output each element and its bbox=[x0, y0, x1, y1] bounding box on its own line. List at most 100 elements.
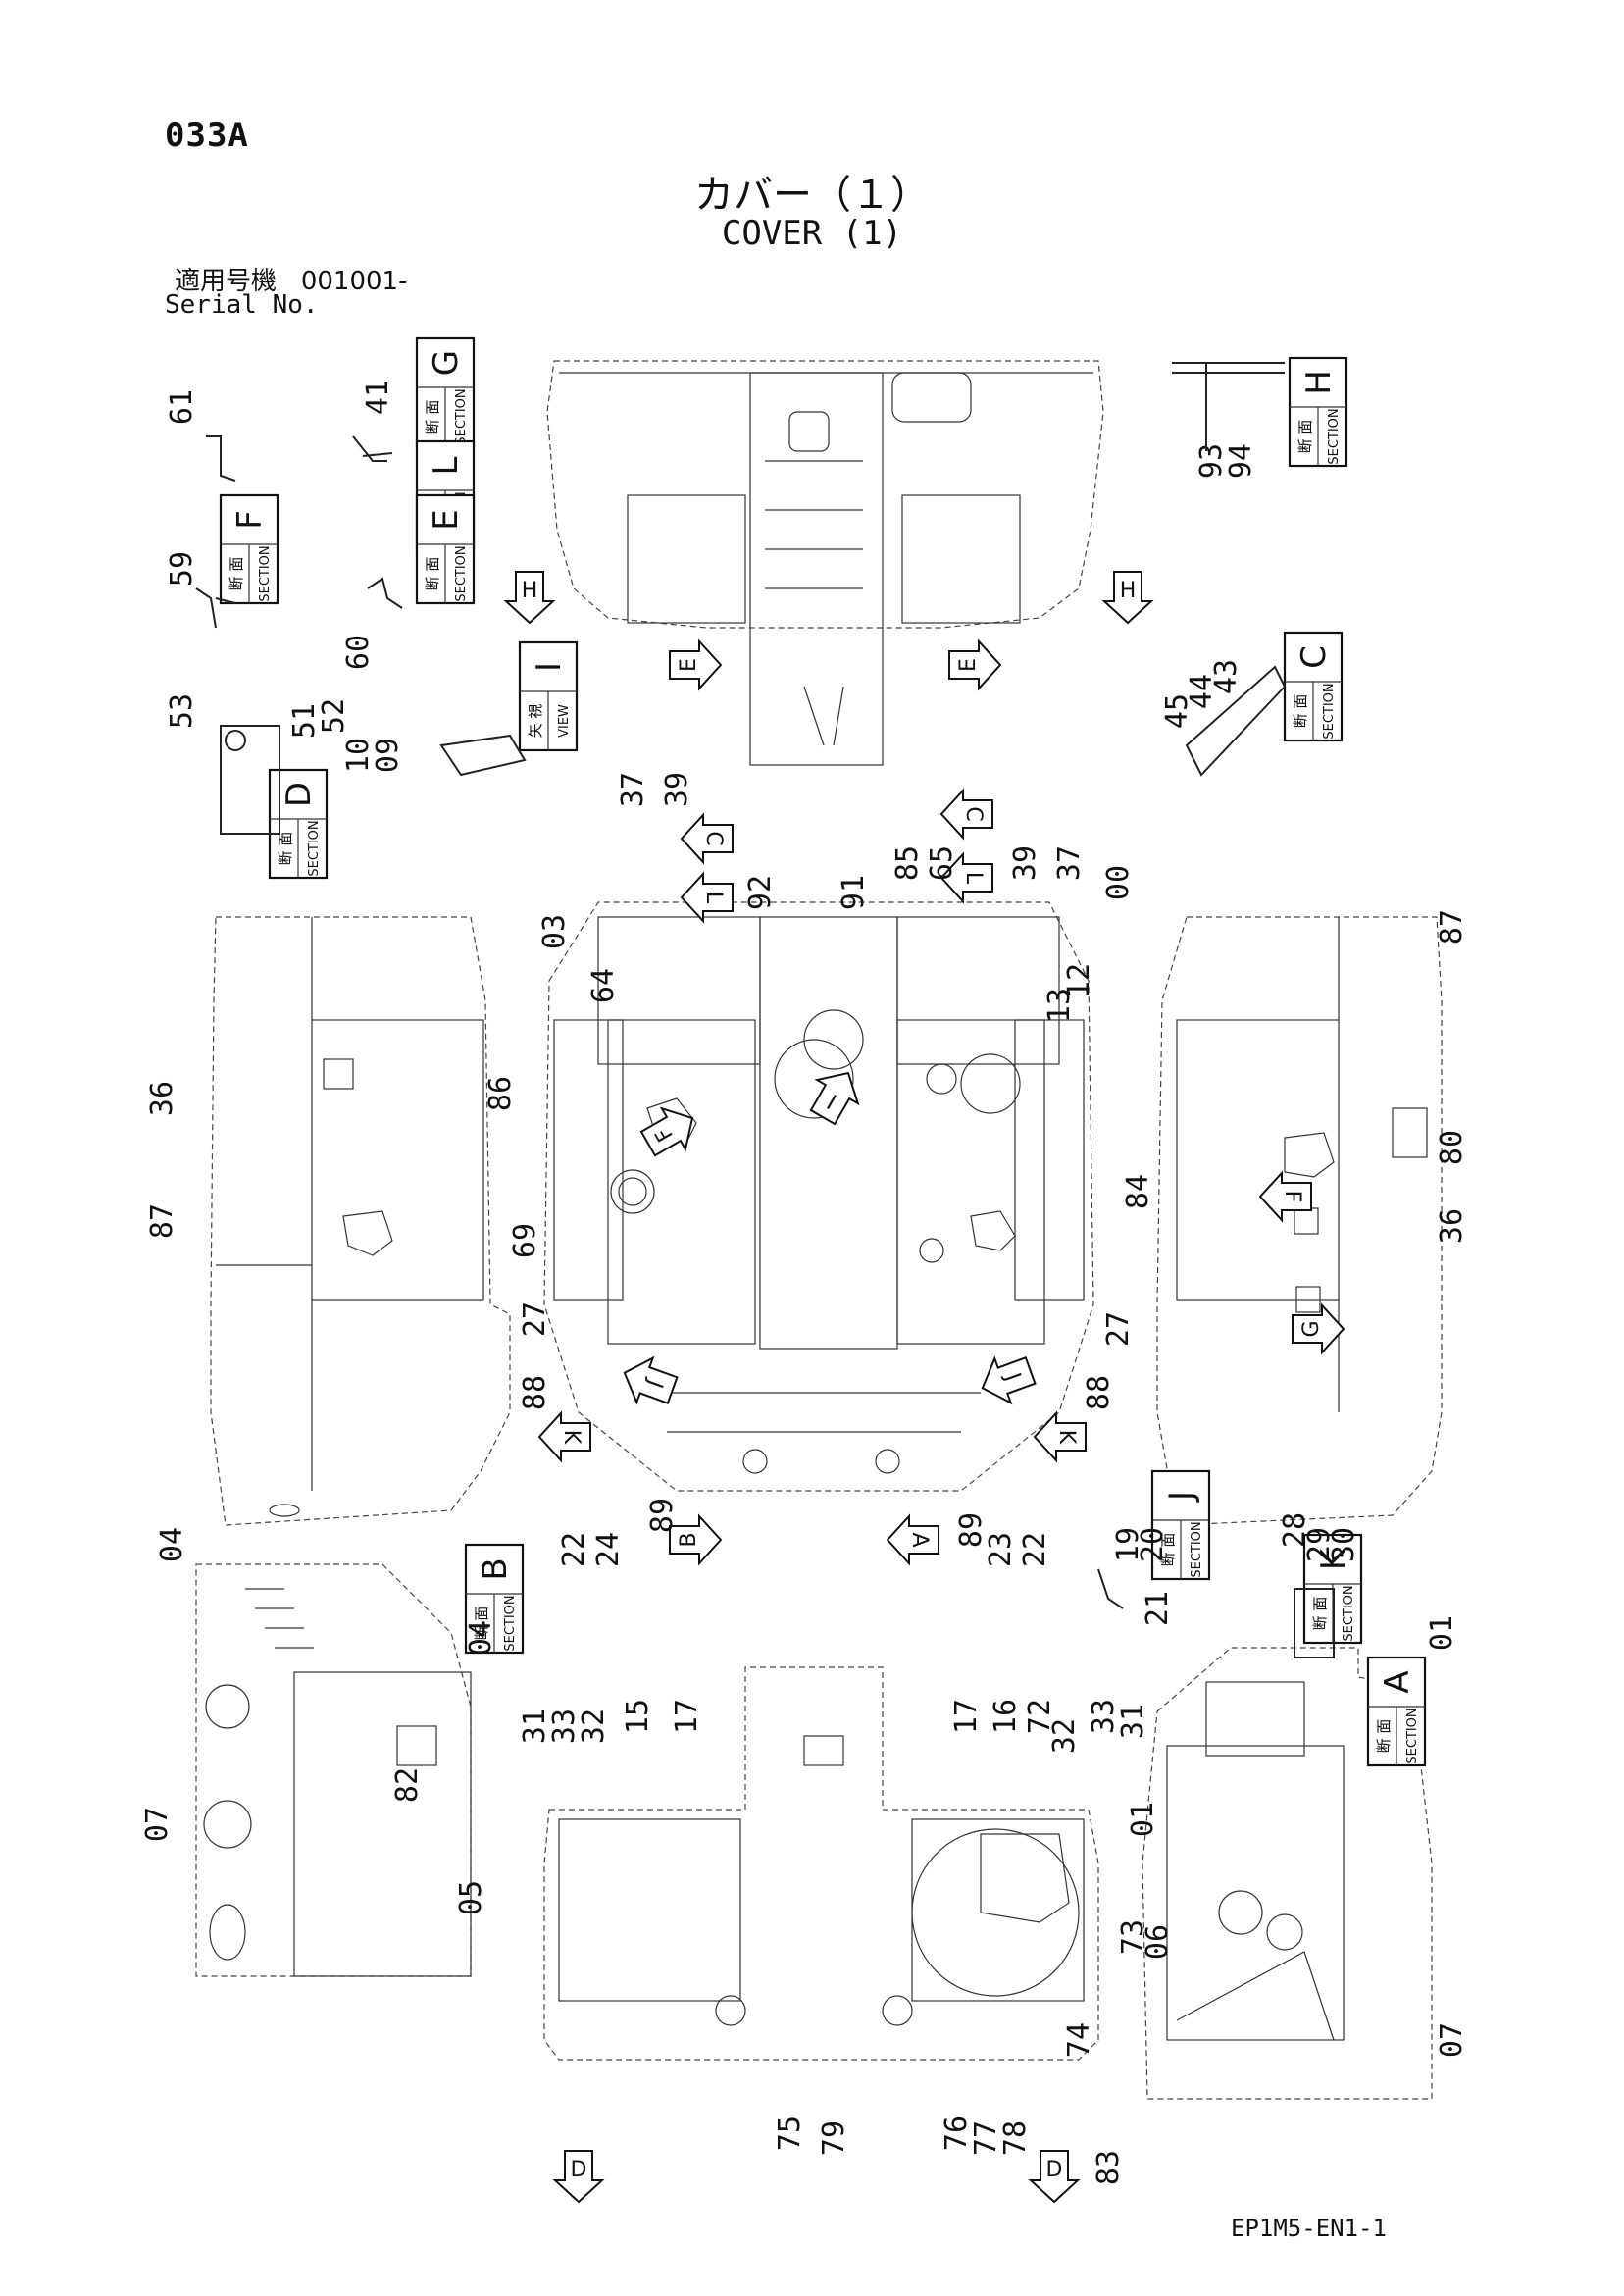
section-word-en: SECTION bbox=[258, 545, 273, 601]
view-arrow-f: F bbox=[639, 1106, 694, 1157]
part-number-label: 24 bbox=[591, 1532, 626, 1567]
view-arrow-letter: K bbox=[559, 1430, 584, 1445]
view-arrow-k: K bbox=[1033, 1410, 1087, 1463]
part-number-label: 43 bbox=[1209, 659, 1243, 694]
top-machine-view bbox=[546, 360, 1104, 766]
part-number-label: 05 bbox=[454, 1880, 488, 1915]
view-arrow-letter: G bbox=[1299, 1320, 1324, 1337]
section-word-jp: 断 面 bbox=[1311, 1597, 1329, 1631]
section-letter: D bbox=[279, 782, 319, 807]
section-word-en: SECTION bbox=[307, 820, 322, 876]
part-number-label: 78 bbox=[998, 2120, 1033, 2156]
section-letter: A bbox=[1378, 1670, 1417, 1693]
bottom-center-view bbox=[543, 1666, 1099, 2061]
view-arrow-f: F bbox=[1258, 1170, 1312, 1223]
part-number-label: 09 bbox=[371, 738, 405, 773]
part-number-label: 39 bbox=[1008, 845, 1042, 881]
part-number-label: 39 bbox=[660, 772, 694, 807]
part-number-label: 37 bbox=[616, 772, 650, 807]
view-arrow-g: G bbox=[1292, 1302, 1345, 1355]
part-number-label: 83 bbox=[1091, 2150, 1126, 2185]
view-arrow-j: J bbox=[623, 1355, 679, 1405]
part-number-label: 06 bbox=[1141, 1924, 1175, 1960]
serial-value: 001001- bbox=[300, 267, 408, 296]
part-number-label: 72 bbox=[1023, 1699, 1057, 1734]
part-number-label: 45 bbox=[1160, 693, 1194, 729]
view-arrow-letter: L bbox=[701, 892, 726, 904]
part-number-label: 33 bbox=[1087, 1699, 1121, 1734]
part-number-label: 87 bbox=[145, 1203, 179, 1239]
bottom-left-view bbox=[195, 1563, 472, 1977]
section-letter: G bbox=[427, 350, 466, 376]
part-number-label: 17 bbox=[949, 1699, 984, 1734]
part-number-label: 29 bbox=[1302, 1527, 1337, 1562]
part-number-label: 03 bbox=[537, 914, 572, 949]
section-letter: K bbox=[1314, 1547, 1353, 1570]
view-arrow-letter: C bbox=[701, 831, 726, 845]
part-number-label: 82 bbox=[390, 1767, 425, 1803]
part-number-label: 64 bbox=[586, 968, 621, 1003]
part-number-label: 37 bbox=[1052, 845, 1087, 881]
part-number-label: 65 bbox=[925, 845, 959, 881]
view-arrow-letter: D bbox=[571, 2158, 587, 2182]
view-arrow-e: E bbox=[669, 638, 723, 691]
part-number-label: 15 bbox=[621, 1699, 655, 1734]
section-word-en: VIEW bbox=[557, 704, 572, 738]
part-number-label: 84 bbox=[1121, 1174, 1155, 1209]
part-number-label: 85 bbox=[890, 845, 925, 881]
part-number-label: 44 bbox=[1185, 674, 1219, 709]
view-arrow-c: C bbox=[939, 788, 993, 841]
part-number-label: 04 bbox=[155, 1527, 189, 1562]
part-number-label: 32 bbox=[577, 1709, 611, 1744]
serial-label-english: Serial No. bbox=[165, 290, 319, 320]
part-number-label: 91 bbox=[837, 875, 871, 910]
part-number-label: 16 bbox=[989, 1699, 1023, 1734]
part-number-label: 13 bbox=[1042, 988, 1077, 1023]
view-arrow-l: L bbox=[680, 871, 734, 924]
detail-sketches bbox=[195, 362, 1335, 1658]
section-letter: L bbox=[427, 456, 466, 475]
section-letter: I bbox=[530, 662, 569, 672]
view-arrow-letter: C bbox=[961, 806, 986, 821]
part-number-label: 32 bbox=[1047, 1718, 1082, 1754]
view-arrow-letter: E bbox=[956, 658, 981, 672]
view-arrow-h: H bbox=[503, 571, 556, 625]
part-number-label: 89 bbox=[954, 1512, 989, 1548]
part-number-label: 27 bbox=[1101, 1311, 1136, 1347]
view-arrow-letter: A bbox=[907, 1532, 932, 1547]
part-number-label: 88 bbox=[518, 1375, 552, 1410]
part-number-label: 27 bbox=[518, 1301, 552, 1337]
part-number-label: 93 bbox=[1194, 443, 1229, 479]
page-number: 033A bbox=[165, 116, 249, 155]
section-word-en: SECTION bbox=[1327, 408, 1342, 464]
part-number-label: 22 bbox=[557, 1532, 591, 1567]
view-arrow-letter: H bbox=[522, 579, 538, 603]
section-word-jp: 断 面 bbox=[424, 557, 441, 591]
part-number-label: 07 bbox=[1435, 2022, 1469, 2058]
section-word-jp: 断 面 bbox=[1159, 1533, 1177, 1567]
part-number-label: 61 bbox=[165, 389, 199, 425]
serial-label-jp-text: 適用号機 bbox=[175, 267, 278, 296]
part-number-label: 22 bbox=[1018, 1532, 1052, 1567]
part-number-label: 31 bbox=[1116, 1704, 1150, 1739]
part-number-label: 33 bbox=[547, 1709, 582, 1744]
part-number-label: 01 bbox=[1425, 1615, 1459, 1651]
view-arrow-d: D bbox=[1028, 2150, 1081, 2204]
section-word-jp: 断 面 bbox=[473, 1607, 490, 1641]
part-number-label: 36 bbox=[145, 1081, 179, 1116]
section-word-jp: 断 面 bbox=[1292, 694, 1309, 729]
view-arrow-d: D bbox=[552, 2150, 605, 2204]
part-number-label: 74 bbox=[1062, 2022, 1096, 2058]
part-number-label: 52 bbox=[317, 698, 351, 734]
part-number-label: 04 bbox=[464, 1620, 498, 1656]
